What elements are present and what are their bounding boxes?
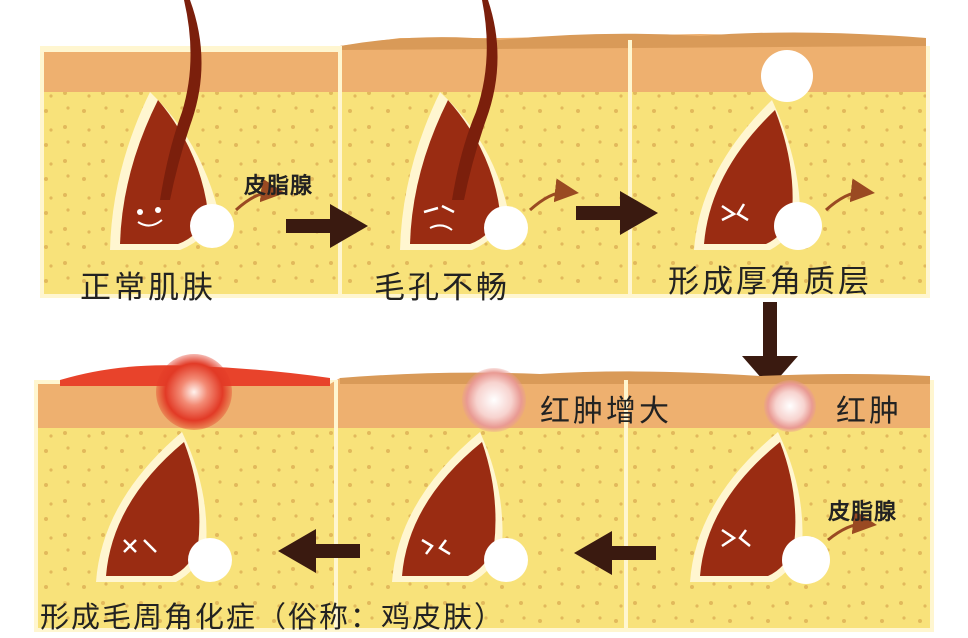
swelling (462, 368, 526, 432)
sebaceous-gland-label-top: 皮脂腺 (244, 174, 314, 199)
sebaceous-gland-label-bottom: 皮脂腺 (828, 500, 898, 525)
arrow-right-2 (576, 191, 658, 235)
sebaceous-gland (774, 202, 822, 250)
sebaceous-gland (484, 206, 528, 250)
sebaceous-gland (190, 204, 234, 248)
follicle-normal (110, 0, 285, 250)
arrow-left-2 (278, 529, 360, 573)
follicle-keratin (694, 50, 875, 250)
sebaceous-gland (484, 538, 528, 582)
sebaceous-gland (188, 538, 232, 582)
arrow-down (742, 302, 798, 388)
keratin-plug (761, 50, 813, 102)
follicle-keratosis (96, 354, 232, 582)
normal-skin-label: 正常肌肤 (80, 270, 216, 306)
follicle-red (690, 380, 877, 584)
sebaceous-gland (782, 536, 830, 584)
arrow-left-1 (574, 531, 656, 575)
clogged-pores-label: 毛孔不畅 (374, 270, 510, 306)
arrow-right-1 (286, 204, 368, 248)
swelling (764, 380, 816, 432)
redness-label: 红肿 (836, 394, 902, 429)
inflamed-bump (156, 354, 232, 430)
keratin-layer-label: 形成厚角质层 (668, 264, 872, 300)
follicle-red-enlarged (392, 368, 528, 582)
redness-enlarged-label: 红肿增大 (540, 394, 672, 429)
keratosis-pilaris-label: 形成毛周角化症（俗称：鸡皮肤） (40, 600, 506, 634)
follicle-clogged (400, 0, 579, 250)
